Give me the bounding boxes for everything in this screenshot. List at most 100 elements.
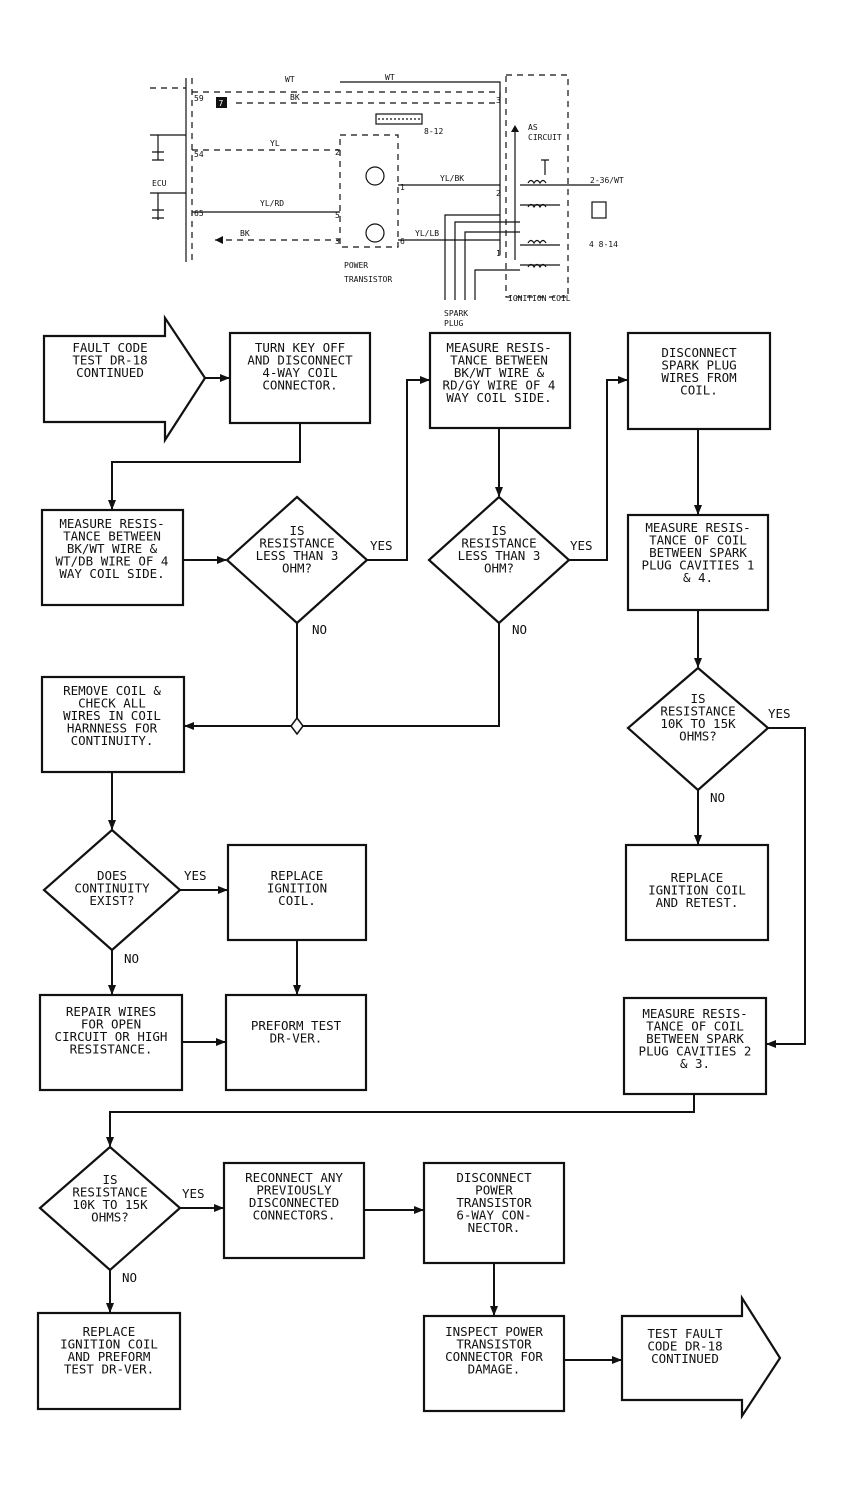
yes-label-10k-a: YES — [768, 706, 791, 721]
asd-label-1: AS — [528, 123, 538, 132]
ecu-symbol-1 — [152, 135, 164, 161]
spark-label-2: PLUG — [444, 319, 463, 328]
measure-bk-wt-box — [40, 508, 185, 607]
turn-key-box — [228, 331, 372, 425]
start-terminal — [42, 314, 207, 444]
reconnect-box — [222, 1161, 366, 1260]
perform-test-box — [224, 993, 368, 1092]
relay-7-marker — [216, 97, 227, 108]
fuse-label: 8-12 — [424, 127, 443, 136]
spark-leads — [444, 214, 520, 300]
yes-label-10k-b: YES — [182, 1186, 205, 1201]
wire-wt-top2 — [340, 81, 501, 98]
conn-yes-a — [367, 376, 430, 561]
measure-23-box — [622, 996, 768, 1096]
power-transistor-box — [339, 134, 399, 248]
asd-arrow — [511, 125, 519, 132]
wiring-schematic: WT WT 59 7 BK 8-12 54 YL ECU 65 YL/RD BK — [150, 73, 624, 328]
to-asd-label: 2-36/WT — [590, 176, 624, 185]
pin-59: 59 — [194, 94, 204, 103]
ecu-symbol-2 — [152, 193, 164, 220]
label-yl-bk: YL/BK — [440, 174, 464, 183]
label-yl-rd: YL/RD — [260, 199, 284, 208]
asd-label-2: CIRCUIT — [528, 133, 562, 142]
disconnect-pt-box — [422, 1161, 566, 1265]
no-label-a: NO — [312, 622, 327, 637]
winding-3 — [527, 239, 547, 245]
ignition-coil-label: IGNITION COIL — [508, 294, 571, 303]
end-terminal — [620, 1294, 782, 1420]
coil-diode — [541, 159, 549, 175]
coil-windings — [520, 184, 560, 266]
repair-wires-box — [38, 993, 184, 1092]
pt-pin-2: 2 — [335, 148, 340, 157]
yes-label-b: YES — [570, 538, 593, 553]
ignition-coil-box — [505, 74, 569, 298]
flow-connectors — [106, 374, 806, 1364]
pt-label-2: TRANSISTOR — [344, 275, 392, 284]
disconnect-spark-box — [626, 331, 772, 431]
fuse — [375, 113, 423, 125]
winding-1 — [527, 179, 547, 185]
replace-coil-box — [226, 843, 368, 942]
yes-label-a: YES — [370, 538, 393, 553]
label-bk-low: BK — [240, 229, 250, 238]
connector-icon — [591, 201, 607, 219]
junction — [290, 716, 304, 736]
label-yl: YL — [270, 139, 280, 148]
conn-measure23-decision — [106, 1094, 695, 1147]
coil-pin-2: 2 — [496, 189, 501, 198]
pin-65: 65 — [194, 209, 204, 218]
no-label-10k-b: NO — [122, 1270, 137, 1285]
no-label-10k-a: NO — [710, 790, 725, 805]
replace-perform-box — [36, 1311, 182, 1411]
winding-2 — [527, 203, 547, 209]
wire-wt-top — [150, 87, 500, 93]
label-wt: WT — [285, 75, 295, 84]
transistor-1 — [365, 166, 385, 186]
spark-label-1: SPARK — [444, 309, 468, 318]
inspect-pt-box — [422, 1314, 566, 1413]
coil-pin-3: 3 — [496, 96, 501, 105]
flow-shapes — [36, 314, 782, 1420]
pt-label-1: POWER — [344, 261, 368, 270]
relay-7-label: 7 — [219, 99, 224, 108]
conn-turnkey-measure — [108, 423, 301, 510]
no-label-continuity: NO — [124, 951, 139, 966]
transistor-2 — [365, 223, 385, 243]
label-yl-lb: YL/LB — [415, 229, 439, 238]
pt-pin-3: 3 — [335, 237, 340, 246]
measure-14-box — [626, 513, 770, 612]
coil-pin-1: 1 — [496, 249, 501, 258]
conn-no-b — [303, 623, 500, 727]
conn-yes-b — [569, 376, 628, 561]
yes-label-continuity: YES — [184, 868, 207, 883]
label-ecu: ECU — [152, 179, 167, 188]
pt-pin-5: 5 — [335, 211, 340, 220]
no-label-b: NO — [512, 622, 527, 637]
label-bk-mid: BK — [290, 93, 300, 102]
winding-4 — [527, 263, 547, 269]
